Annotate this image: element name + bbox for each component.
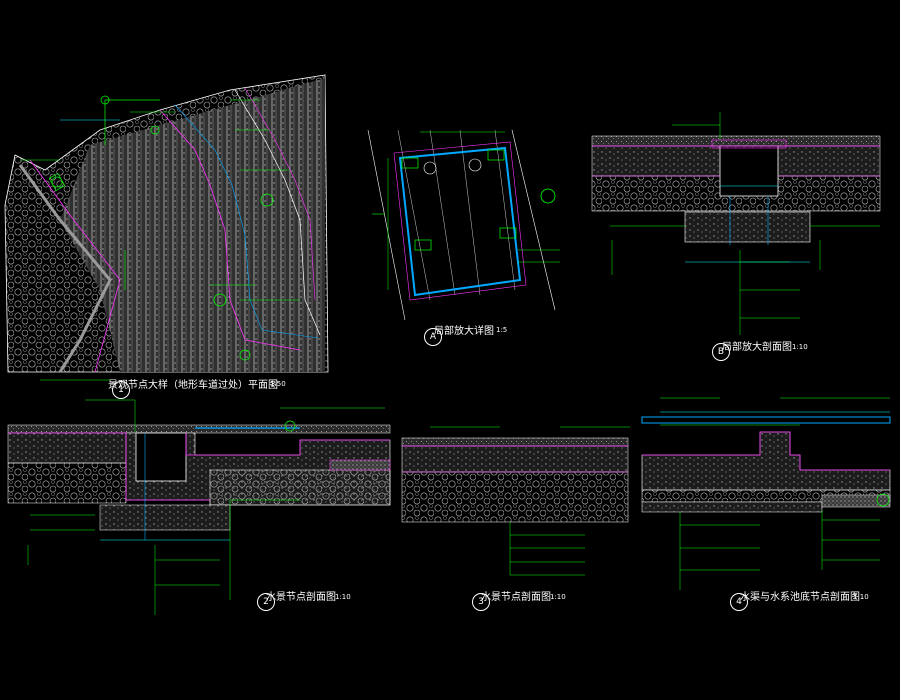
grid-line	[494, 129, 516, 291]
drawing-number-marker: A	[424, 328, 442, 346]
concrete-layer	[401, 445, 629, 473]
paving-layer	[401, 437, 629, 447]
inlet-box-icon	[414, 239, 432, 251]
plan-water-line	[174, 104, 319, 339]
section-mark-icon	[100, 95, 110, 105]
plan-water-edge	[159, 109, 301, 351]
channel-trench	[719, 145, 779, 197]
section-2-drawing	[7, 399, 391, 615]
drawing-scale: 1:10	[853, 593, 869, 601]
section-mark-icon	[540, 188, 556, 204]
drawing-number-marker: 1	[112, 381, 130, 399]
pool-cut-outline	[393, 141, 527, 301]
section-4-drawing	[641, 397, 891, 590]
paving-area	[60, 78, 325, 372]
water-surface	[641, 416, 891, 424]
base-slab	[99, 504, 231, 531]
cut-line	[185, 433, 390, 456]
drawing-number-marker: 3	[472, 593, 490, 611]
drawing-scale: 1:10	[335, 593, 351, 601]
drain-outlet-icon	[468, 158, 482, 172]
drain-grate-icon	[48, 172, 66, 192]
base-slab	[641, 501, 823, 513]
section-mark-icon	[150, 125, 160, 135]
plan-wall-cut	[244, 87, 316, 301]
channel-base	[684, 211, 811, 243]
drawing-scale: 1:10	[792, 343, 808, 351]
paving-layer	[7, 424, 391, 434]
cut-line	[8, 432, 210, 501]
section-3-drawing	[401, 426, 630, 576]
drawing-scale: 1:10	[550, 593, 566, 601]
grid-line	[429, 129, 456, 296]
inlet-box-icon	[499, 227, 517, 239]
gravel-layer	[401, 471, 629, 523]
edge-stone	[821, 494, 891, 508]
detail-a-drawing	[367, 129, 560, 321]
drawing-scale: 1:5	[496, 326, 508, 334]
plan-drawing	[4, 74, 329, 381]
drawing-title: 局部放大剖面图	[722, 342, 792, 353]
grate-cover	[711, 139, 787, 149]
section-mark-icon	[876, 493, 890, 507]
grid-line	[511, 129, 556, 311]
gravel-layer	[7, 462, 127, 504]
drawing-title: 景观节点大样（地形车道过处）平面图	[108, 380, 278, 391]
gravel-layer	[209, 469, 391, 506]
grid-line	[459, 129, 481, 296]
drawing-title: 水渠与水系池底节点剖面图	[740, 592, 860, 603]
cut-line	[642, 431, 890, 471]
concrete-layer	[7, 432, 127, 464]
drawing-title: 水景节点剖面图	[266, 592, 336, 603]
water-channel	[135, 432, 187, 482]
detail-b-drawing	[591, 112, 881, 335]
section-mark-icon	[51, 176, 63, 188]
section-mark-icon	[260, 193, 274, 207]
section-mark-icon	[213, 293, 227, 307]
section-mark-icon	[239, 349, 251, 361]
drawing-number-marker: 4	[730, 593, 748, 611]
coping-stone	[329, 459, 391, 471]
pool-bed	[641, 431, 891, 491]
inlet-box-icon	[401, 157, 419, 169]
drawing-number-marker: B	[712, 343, 730, 361]
inlet-box-icon	[487, 149, 505, 161]
section-mark-icon	[284, 420, 296, 432]
grid-line	[367, 129, 406, 321]
drain-outlet-icon	[423, 161, 437, 175]
plan-wall-line	[234, 89, 321, 336]
drawing-title: 水景节点剖面图	[481, 592, 551, 603]
path-edge-band	[18, 164, 112, 373]
plan-cut-edge	[29, 159, 121, 373]
pool-outline	[398, 146, 522, 297]
drawing-scale: 1:50	[270, 380, 286, 388]
drawing-title: 局部放大详图	[434, 326, 494, 337]
drawing-number-marker: 2	[257, 593, 275, 611]
